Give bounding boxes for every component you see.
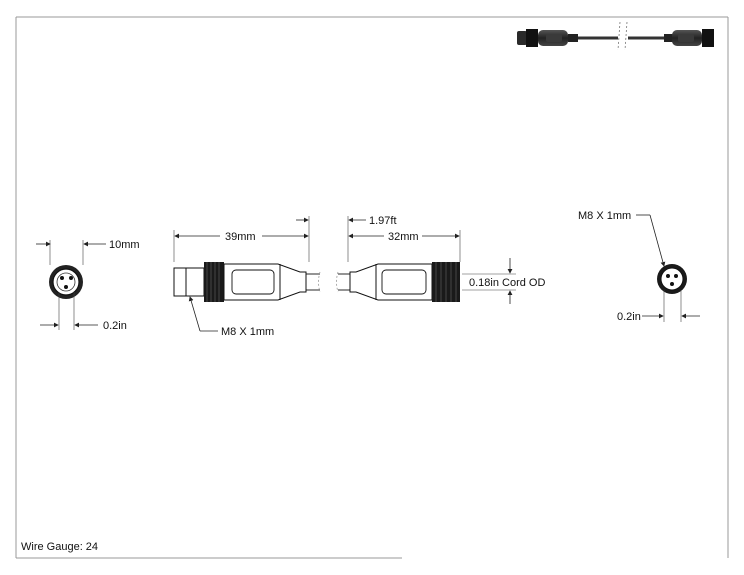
cable-length-dimension: 1.97ft: [296, 215, 397, 262]
female-thread-callout: M8 X 1mm: [578, 210, 666, 267]
cable-length-label: 1.97ft: [369, 215, 397, 227]
female-front-view: [657, 264, 687, 294]
male-connector-side: [173, 262, 307, 302]
cord-od-dimension: 0.18in Cord OD: [462, 258, 545, 304]
front-pin-offset-dimension: 0.2in: [40, 292, 127, 332]
male-length-label: 39mm: [225, 231, 256, 243]
female-connector-side: [349, 262, 460, 302]
sheet-border: [15, 16, 729, 559]
front-pin-offset-label: 0.2in: [103, 320, 127, 332]
female-length-dimension: 32mm: [348, 230, 461, 262]
female-pin-offset-dimension: 0.2in: [617, 290, 700, 323]
male-length-dimension: 39mm: [173, 230, 310, 262]
cable-photo-thumbnail: [517, 21, 714, 51]
male-thread-label: M8 X 1mm: [221, 326, 274, 338]
wire-gauge-note: Wire Gauge: 24: [21, 541, 98, 553]
male-thread-callout: M8 X 1mm: [188, 296, 274, 338]
female-thread-label: M8 X 1mm: [578, 210, 631, 222]
cord-od-label: 0.18in Cord OD: [469, 277, 545, 289]
female-length-label: 32mm: [388, 231, 419, 243]
male-front-view: [49, 265, 83, 299]
female-pin-offset-label: 0.2in: [617, 311, 641, 323]
cable-segment: [306, 271, 350, 293]
front-diameter-dimension: 10mm: [36, 239, 140, 265]
front-diameter-label: 10mm: [109, 239, 140, 251]
